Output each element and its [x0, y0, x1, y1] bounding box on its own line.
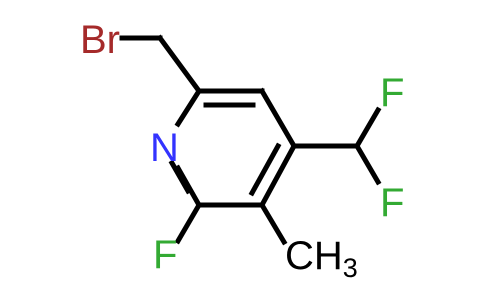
bond-c5-c4 [258, 87, 298, 150]
bond-c4-c3-inner [248, 142, 282, 197]
methyl-subscript: 3 [343, 253, 358, 283]
bond-c3-ch3 [258, 201, 288, 246]
bond-c4-c3 [258, 142, 298, 209]
methyl-ch: CH [285, 234, 343, 278]
bond-n-c6 [174, 87, 203, 128]
bond-chf2-f-bottom [353, 142, 382, 186]
bond-c2-n-inner [168, 159, 192, 195]
bonds [119, 34, 382, 246]
bond-c2-f [174, 201, 203, 245]
atom-nitrogen: N [150, 126, 179, 170]
atom-methyl: CH3 [285, 234, 358, 283]
bond-c2-n [174, 164, 203, 209]
atom-labels: Br N F F F CH3 [80, 18, 404, 283]
atom-ring-fluorine: F [153, 233, 177, 277]
atom-chf2-fluorine-bottom: F [380, 181, 404, 225]
bond-c6-ch2 [156, 34, 203, 95]
atom-chf2-fluorine-top: F [380, 71, 404, 115]
atom-bromine: Br [80, 18, 120, 62]
bond-chf2-f-top [353, 106, 382, 150]
